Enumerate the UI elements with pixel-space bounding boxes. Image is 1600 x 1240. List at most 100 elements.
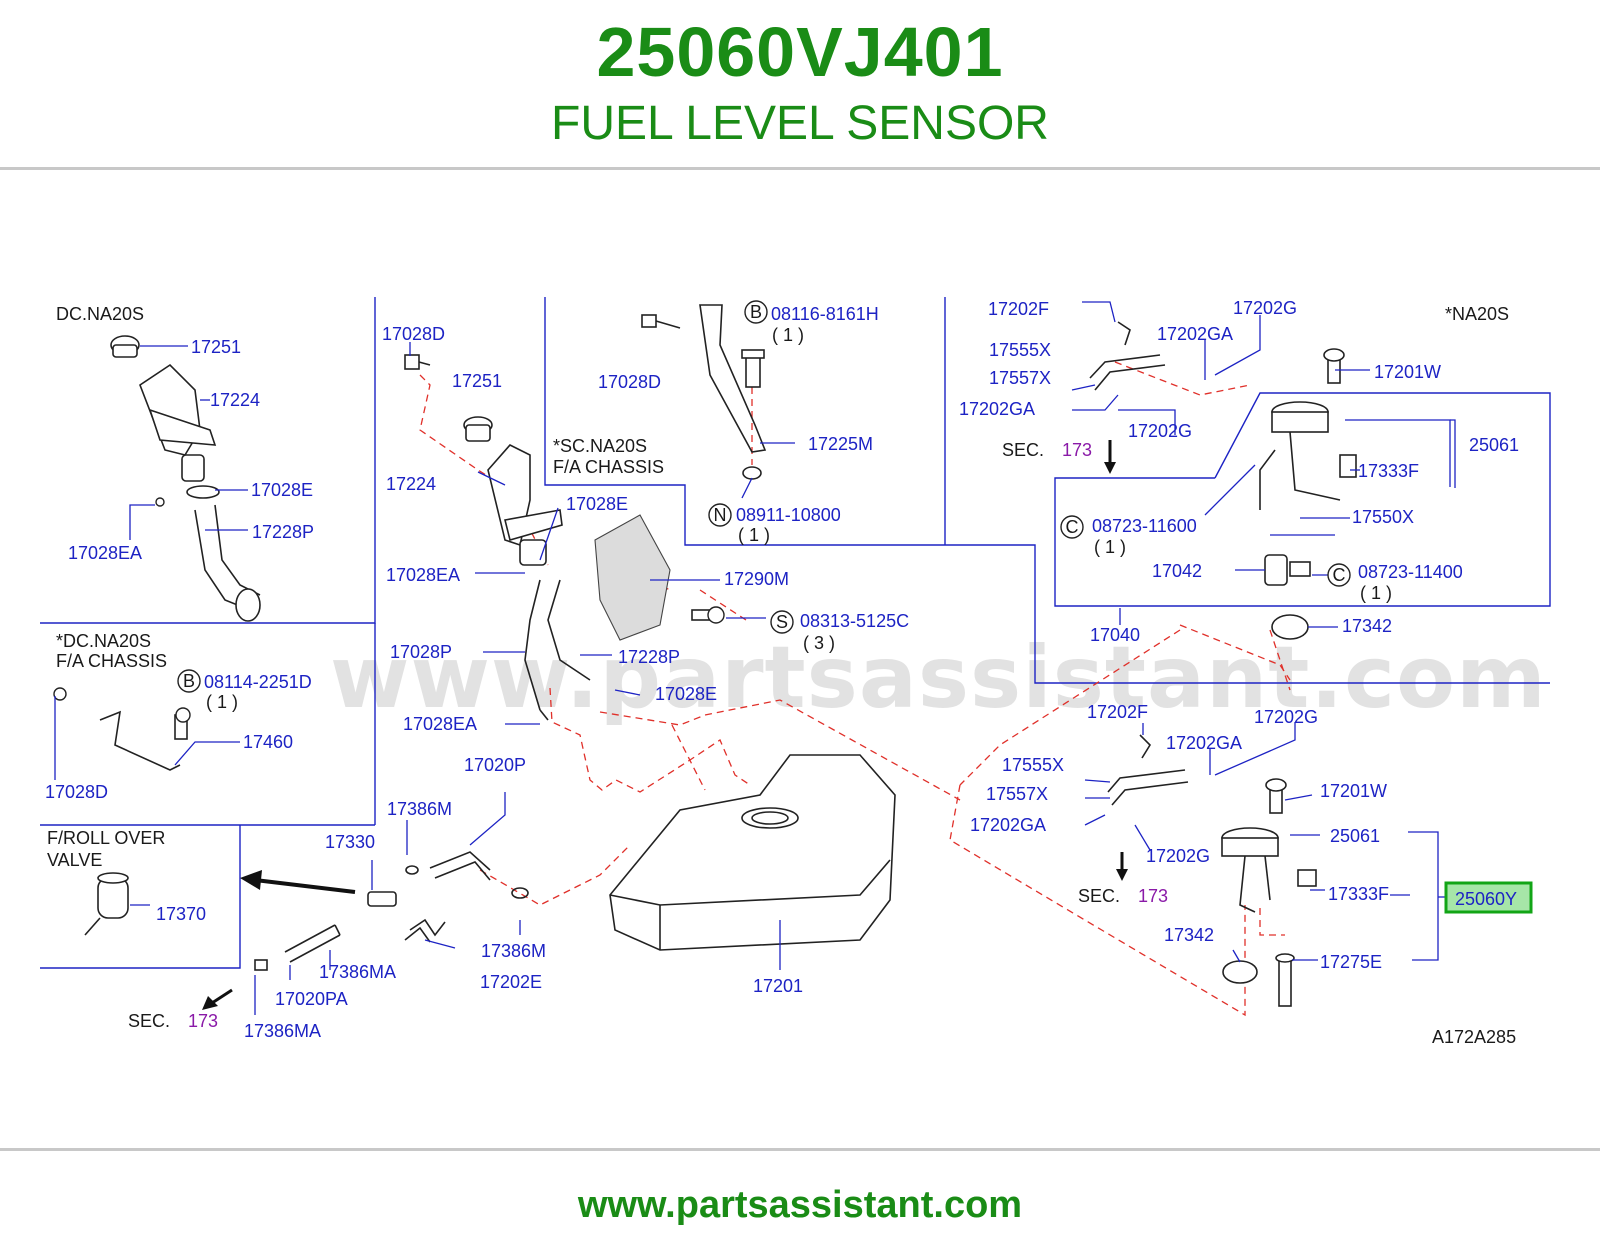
bolt-17028D-mid [404, 354, 431, 370]
part-label-17028EA-low[interactable]: 17028EA [403, 714, 477, 734]
label-froll-over: F/ROLL OVER [47, 828, 165, 848]
sec-ref-top: SEC. 173 [1002, 440, 1092, 460]
part-label-17386M-upper[interactable]: 17386M [387, 799, 452, 819]
shield-17290M [594, 514, 671, 641]
highlighted-part-25060Y[interactable]: 25060Y [1444, 881, 1533, 914]
part-label-17275E[interactable]: 17275E [1320, 952, 1382, 972]
part-label-08911[interactable]: 08911-10800 [736, 505, 841, 525]
part-label-17028D-left[interactable]: 17028D [45, 782, 108, 802]
filler-hose-mid [524, 579, 591, 721]
part-label-17224-mid[interactable]: 17224 [386, 474, 436, 494]
part-label-17460[interactable]: 17460 [243, 732, 293, 752]
label-fa-chassis-left: F/A CHASSIS [56, 651, 167, 671]
circle-c-08723-11600: C [1060, 515, 1084, 539]
arrow-sec-173-bottom [1116, 852, 1128, 881]
part-label-17020P[interactable]: 17020P [464, 755, 526, 775]
part-label-17386M-lower[interactable]: 17386M [481, 941, 546, 961]
part-label-17228P-left[interactable]: 17228P [252, 522, 314, 542]
part-label-17202G-bottom2[interactable]: 17202G [1146, 846, 1210, 866]
filler-cap-mid [463, 416, 493, 442]
bolt-17028D-top [641, 314, 681, 329]
part-label-17028E-left[interactable]: 17028E [251, 480, 313, 500]
arrow-sec-173-left [202, 988, 233, 1010]
part-label-17224-left[interactable]: 17224 [210, 390, 260, 410]
part-label-17202G-bottom[interactable]: 17202G [1254, 707, 1318, 727]
bracket-17460 [53, 687, 191, 771]
part-label-08114[interactable]: 08114-2251D [204, 672, 312, 692]
part-label-17386MA-lower[interactable]: 17386MA [244, 1021, 321, 1041]
filler-neck-left [139, 363, 217, 482]
part-label-17202F-top[interactable]: 17202F [988, 299, 1049, 319]
clip-17202E [404, 918, 446, 943]
part-label-17225M[interactable]: 17225M [808, 434, 873, 454]
part-label-17028D-top[interactable]: 17028D [598, 372, 661, 392]
part-label-17020PA[interactable]: 17020PA [275, 989, 348, 1009]
part-label-17555X-bottom[interactable]: 17555X [1002, 755, 1064, 775]
part-label-17042[interactable]: 17042 [1152, 561, 1202, 581]
part-label-17557X-top[interactable]: 17557X [989, 368, 1051, 388]
svg-text:SEC.: SEC. [1078, 886, 1120, 906]
part-label-17330[interactable]: 17330 [325, 832, 375, 852]
footer-url[interactable]: www.partsassistant.com [577, 1184, 1023, 1226]
label-dc-na20s-fa: *DC.NA20S [56, 631, 151, 651]
filler-neck-mid [487, 444, 563, 566]
part-label-17202GA-bottom[interactable]: 17202GA [1166, 733, 1242, 753]
pump-17042 [1264, 554, 1311, 586]
fuel-tank-17201 [609, 754, 896, 951]
circle-s-08313: S [770, 610, 794, 634]
part-label-17202GA-bottom2[interactable]: 17202GA [970, 815, 1046, 835]
part-label-17333F-bottom[interactable]: 17333F [1328, 884, 1389, 904]
part-label-17342-top[interactable]: 17342 [1342, 616, 1392, 636]
part-label-17028D-mid[interactable]: 17028D [382, 324, 445, 344]
label-dc-na20s: DC.NA20S [56, 304, 144, 324]
part-label-17202G-top2[interactable]: 17202G [1128, 421, 1192, 441]
part-label-25061-top[interactable]: 25061 [1469, 435, 1519, 455]
part-label-17555X-top[interactable]: 17555X [989, 340, 1051, 360]
part-label-17550X[interactable]: 17550X [1352, 507, 1414, 527]
part-label-08313[interactable]: 08313-5125C [800, 611, 909, 631]
part-label-17202GA-top[interactable]: 17202GA [1157, 324, 1233, 344]
part-label-17028E-low[interactable]: 17028E [655, 684, 717, 704]
clamp-17386MA [254, 959, 268, 971]
part-label-17228P-mid[interactable]: 17228P [618, 647, 680, 667]
part-label-17386MA-upper[interactable]: 17386MA [319, 962, 396, 982]
part-label-17028E-mid[interactable]: 17028E [566, 494, 628, 514]
circle-c-08723-11400: C [1327, 563, 1351, 587]
part-label-17342-bottom[interactable]: 17342 [1164, 925, 1214, 945]
diagram-code: A172A285 [1432, 1027, 1516, 1047]
part-name-subtitle: FUEL LEVEL SENSOR [551, 97, 1049, 150]
pump-25061-top [1259, 401, 1357, 510]
circle-b-08114: B [177, 669, 201, 693]
part-label-17028EA-left[interactable]: 17028EA [68, 543, 142, 563]
part-label-17370[interactable]: 17370 [156, 904, 206, 924]
bolt-17201W-bottom [1265, 778, 1287, 814]
part-label-17028EA-mid[interactable]: 17028EA [386, 565, 460, 585]
part-label-17202F-bottom[interactable]: 17202F [1087, 702, 1148, 722]
part-label-25061-bottom[interactable]: 25061 [1330, 826, 1380, 846]
part-label-17202E[interactable]: 17202E [480, 972, 542, 992]
part-label-17251-left[interactable]: 17251 [191, 337, 241, 357]
part-label-17202GA-top2[interactable]: 17202GA [959, 399, 1035, 419]
part-label-17202G-top[interactable]: 17202G [1233, 298, 1297, 318]
part-label-17028P[interactable]: 17028P [390, 642, 452, 662]
part-label-08723-11600[interactable]: 08723-11600 [1092, 516, 1197, 536]
svg-text:173: 173 [188, 1011, 218, 1031]
part-label-17251-mid[interactable]: 17251 [452, 371, 502, 391]
part-label-17290M[interactable]: 17290M [724, 569, 789, 589]
svg-text:SEC.: SEC. [1002, 440, 1044, 460]
circle-b-08116: B [744, 300, 768, 324]
part-label-17557X-bottom[interactable]: 17557X [986, 784, 1048, 804]
part-label-17040[interactable]: 17040 [1090, 625, 1140, 645]
filter-17330 [367, 891, 397, 907]
part-label-08723-11400[interactable]: 08723-11400 [1358, 562, 1463, 582]
part-label-08116[interactable]: 08116-8161H [771, 304, 879, 324]
part-label-17201[interactable]: 17201 [753, 976, 803, 996]
part-label-17201W-bottom[interactable]: 17201W [1320, 781, 1387, 801]
svg-text:C: C [1333, 565, 1346, 585]
part-label-17201W-top[interactable]: 17201W [1374, 362, 1441, 382]
part-label-17333F-top[interactable]: 17333F [1358, 461, 1419, 481]
svg-text:N: N [714, 505, 727, 525]
label-sc-na20s: *SC.NA20S [553, 436, 647, 456]
svg-text:B: B [750, 302, 762, 322]
